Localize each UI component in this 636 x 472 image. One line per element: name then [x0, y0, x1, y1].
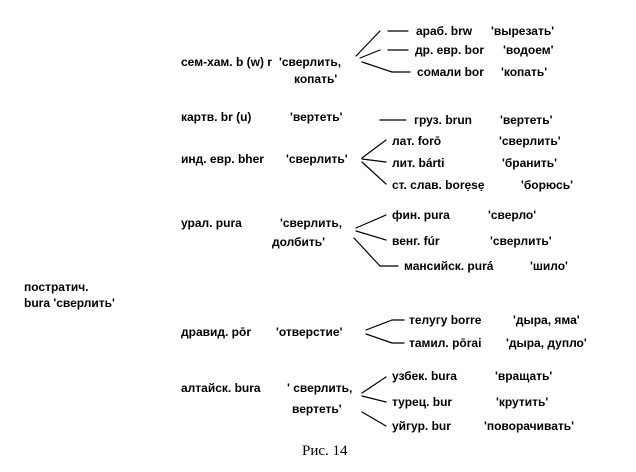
leaf-lang: лит. bárti — [392, 156, 445, 170]
leaf-lang: лат. forō — [392, 134, 442, 148]
family-gloss: 'сверлить, — [279, 55, 342, 69]
family-gloss: 'отверстие' — [276, 325, 343, 339]
branch-line — [365, 319, 393, 331]
branch-line — [361, 376, 387, 394]
leaf-lang: венг. fúr — [392, 234, 440, 248]
family-node-altaic: алтайск. bura — [181, 381, 261, 395]
branch-line — [365, 333, 393, 344]
family-node-indo-european: инд. евр. bher — [181, 152, 264, 166]
branch-line — [355, 214, 387, 229]
leaf-lang: груз. brun — [414, 113, 472, 127]
leaf-gloss: 'дыра, яма' — [513, 313, 580, 327]
leaf-lang: тамил. pōrai — [409, 336, 482, 350]
branch-line — [361, 411, 387, 427]
family-node-dravidian: дравид. pōr — [181, 325, 251, 339]
family-gloss-cont: долбить' — [272, 235, 326, 249]
family-node-kartvelian: картв. br (u) — [181, 110, 252, 124]
leaf-lang: араб. brw — [416, 24, 473, 38]
leaf-lang: узбек. bura — [392, 369, 457, 383]
branch-line — [355, 30, 381, 57]
family-gloss-cont: копать' — [294, 72, 338, 86]
leaf-gloss: 'дыра, дупло' — [506, 336, 587, 350]
family-gloss-cont: вертеть' — [292, 402, 342, 416]
leaf-gloss: 'сверлить' — [499, 134, 561, 148]
leaf-lang: турец. bur — [392, 395, 453, 409]
leaf-gloss: 'копать' — [501, 65, 548, 79]
branch-line — [361, 61, 393, 73]
family-gloss: 'вертеть' — [290, 110, 343, 124]
leaf-lang: др. евр. bor — [415, 43, 484, 57]
leaf-gloss: 'крутить' — [496, 395, 549, 409]
leaf-gloss: 'борюсь' — [521, 178, 573, 192]
branch-line — [353, 237, 381, 267]
leaf-gloss: 'шило' — [530, 259, 568, 273]
leaf-lang: сомали bor — [417, 65, 484, 79]
proto-form-label: пострaтич. — [24, 280, 89, 294]
branch-line — [361, 395, 387, 403]
leaf-gloss: 'сверло' — [488, 208, 537, 222]
family-node-semitic: сем-хам. b (w) r — [181, 55, 272, 69]
leaf-gloss: 'поворачивать' — [484, 419, 575, 433]
leaf-gloss: 'вырезать' — [491, 24, 555, 38]
leaf-lang: фин. pura — [392, 208, 450, 222]
leaf-lang: телугу borre — [409, 313, 482, 327]
leaf-gloss: 'водоем' — [503, 43, 554, 57]
family-node-uralic: урал. pura — [181, 216, 242, 230]
branch-line — [361, 161, 387, 185]
leaf-lang: уйгур. bur — [392, 419, 451, 433]
branch-line — [359, 49, 381, 59]
leaf-lang: мансийск. purá — [404, 259, 494, 273]
branch-line — [355, 230, 387, 241]
family-gloss: 'сверлить' — [286, 152, 348, 166]
branch-line — [361, 158, 387, 163]
leaf-gloss: 'вращать' — [495, 369, 553, 383]
family-gloss: ' сверлить, — [287, 381, 353, 395]
figure-caption: Рис. 14 — [302, 443, 348, 459]
proto-form-gloss: bura 'сверлить' — [24, 296, 115, 310]
leaf-gloss: 'бранить' — [502, 156, 558, 170]
family-gloss: 'сверлить, — [280, 216, 343, 230]
leaf-lang: ст. слав. borẹsẹ — [392, 178, 485, 192]
branch-line — [361, 139, 387, 159]
leaf-gloss: 'вертеть' — [500, 113, 553, 127]
leaf-gloss: 'сверлить' — [490, 234, 552, 248]
